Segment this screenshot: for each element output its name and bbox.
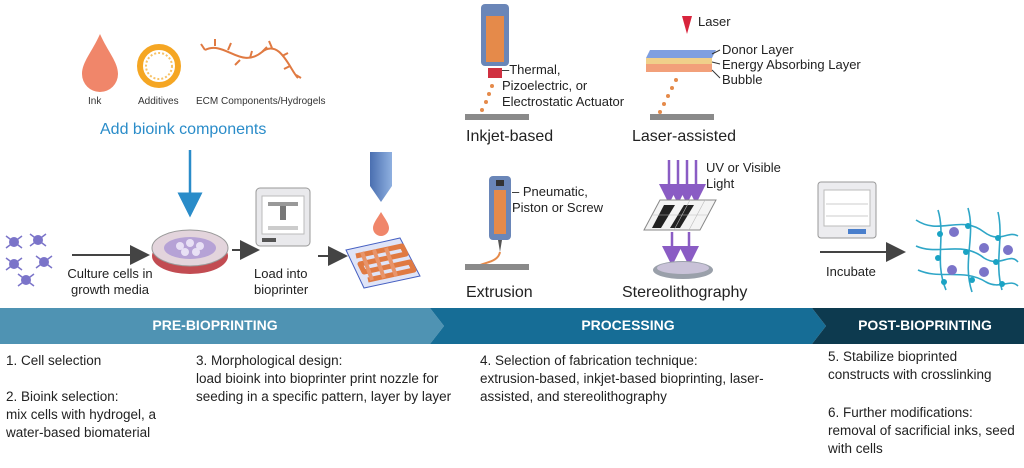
ecm-label: ECM Components/Hydrogels bbox=[196, 96, 326, 107]
processing-label: PROCESSING bbox=[581, 317, 675, 333]
inkjet-title: Inkjet-based bbox=[466, 128, 554, 145]
pre-bioprinting-label: PRE-BIOPRINTING bbox=[152, 317, 278, 333]
ecm-fibers-icon bbox=[200, 39, 302, 79]
inkjet-printhead-icon bbox=[465, 4, 529, 120]
additives-label: Additives bbox=[138, 96, 179, 107]
step-3-title: 3. Morphological design: bbox=[196, 353, 343, 368]
additives-icon bbox=[137, 44, 181, 88]
uv-light-label: UV or Visible Light bbox=[706, 160, 781, 191]
crosslinked-construct-icon bbox=[915, 207, 1019, 293]
step-3-body: load bioink into bioprinter print nozzle… bbox=[196, 371, 452, 404]
print-nozzle-icon bbox=[370, 152, 392, 236]
ink-label: Ink bbox=[88, 96, 102, 107]
bioprinter-icon bbox=[255, 187, 311, 247]
step-2-title: 2. Bioink selection: bbox=[6, 389, 119, 404]
load-bioprinter-label: Load into bioprinter bbox=[254, 266, 309, 297]
bubble-label: Bubble bbox=[722, 72, 763, 87]
post-bioprinting-band bbox=[812, 308, 1024, 344]
stereolithography-icon bbox=[643, 160, 717, 279]
extrusion-nozzle-icon bbox=[465, 176, 529, 270]
pneumatic-label: – Pneumatic, Piston or Screw bbox=[512, 184, 604, 215]
ink-drop-icon bbox=[82, 34, 118, 92]
extrusion-title: Extrusion bbox=[466, 284, 533, 301]
step-6-body: removal of sacrificial inks, seed with c… bbox=[828, 423, 1015, 456]
pre-bioprinting-band bbox=[0, 308, 444, 344]
inkjet-actuator-label: –Thermal, Pizoelectric, or Electrostatic… bbox=[502, 62, 625, 109]
step-2-body: mix cells with hydrogel, a water-based b… bbox=[6, 407, 157, 440]
incubator-icon bbox=[817, 181, 877, 239]
cells-cluster-icon bbox=[5, 233, 53, 287]
petri-dish-icon bbox=[151, 229, 229, 274]
donor-layer-label: Donor Layer bbox=[722, 42, 794, 57]
step-1: 1. Cell selection bbox=[6, 353, 102, 368]
post-bioprinting-label: POST-BIOPRINTING bbox=[858, 317, 992, 333]
step-4-title: 4. Selection of fabrication technique: bbox=[480, 353, 698, 368]
laser-assisted-icon bbox=[646, 16, 721, 120]
processing-band bbox=[430, 308, 826, 344]
add-bioink-title: Add bioink components bbox=[100, 121, 267, 138]
culture-cells-label: Culture cells in growth media bbox=[67, 266, 153, 297]
incubate-label: Incubate bbox=[826, 264, 876, 279]
stereolithography-title: Stereolithography bbox=[622, 284, 748, 301]
step-5: 5. Stabilize bioprinted constructs with … bbox=[828, 349, 992, 382]
laser-assisted-title: Laser-assisted bbox=[632, 128, 737, 145]
step-4-body: extrusion-based, inkjet-based bioprintin… bbox=[480, 371, 764, 404]
energy-layer-label: Energy Absorbing Layer bbox=[722, 57, 861, 72]
printed-scaffold-icon bbox=[345, 237, 421, 289]
laser-label: Laser bbox=[698, 14, 731, 29]
step-6-title: 6. Further modifications: bbox=[828, 405, 973, 420]
